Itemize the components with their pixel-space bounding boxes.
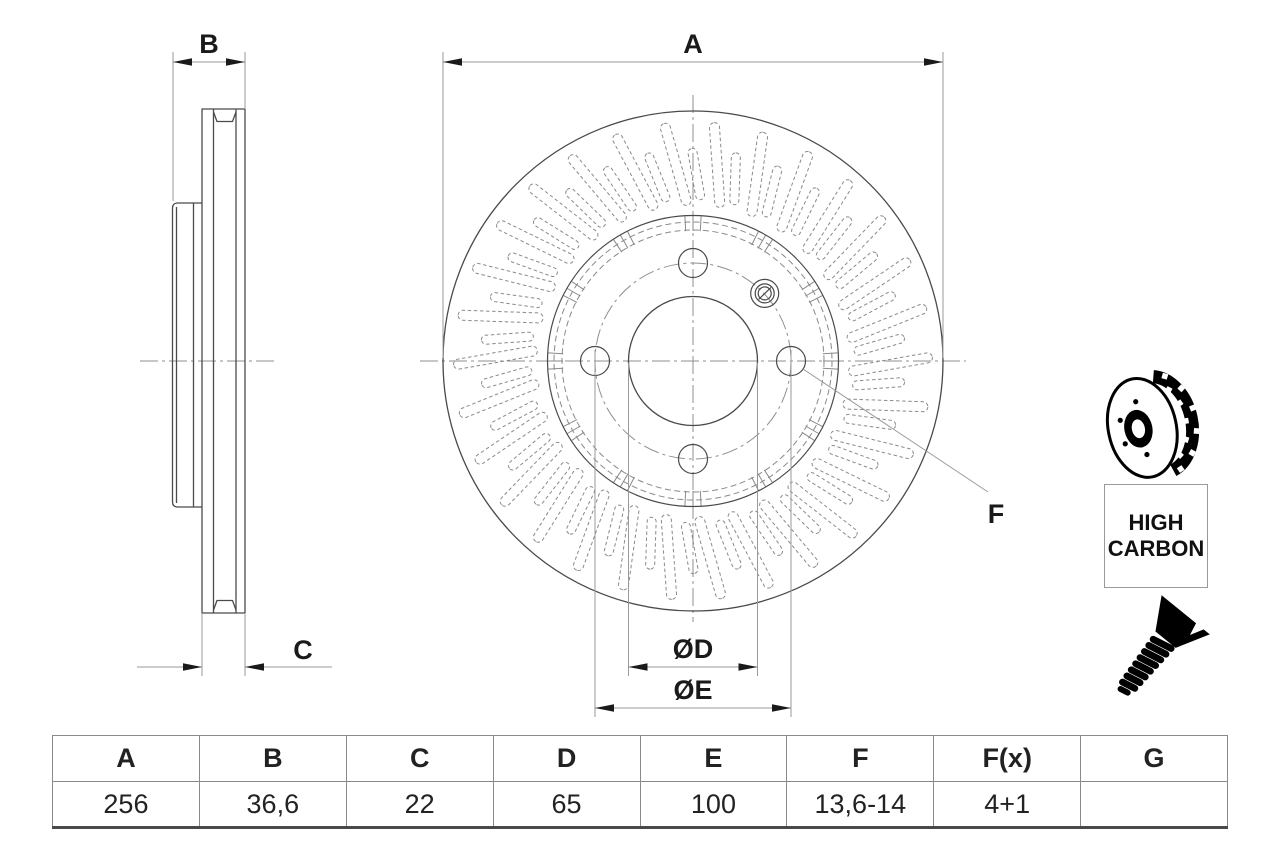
hub-hidden-circle bbox=[553, 221, 833, 501]
extension-lines bbox=[172, 52, 944, 717]
dim-label-d: ØD bbox=[673, 634, 714, 664]
value-c: 22 bbox=[345, 781, 494, 829]
dimensions: A B C ØD ØE F bbox=[137, 29, 1004, 717]
set-screw-hole bbox=[750, 278, 780, 308]
dim-label-f: F bbox=[988, 499, 1005, 529]
screw-slot-line bbox=[758, 287, 772, 300]
bolt-hole-top bbox=[677, 247, 709, 279]
center-lines bbox=[140, 95, 966, 622]
arrowheads bbox=[173, 58, 943, 712]
dim-label-b: B bbox=[199, 29, 219, 59]
col-header-d: D bbox=[492, 735, 641, 782]
vent-channel-cap-top bbox=[212, 111, 237, 123]
value-fx: 4+1 bbox=[933, 781, 1082, 829]
value-g bbox=[1080, 781, 1228, 829]
hub-rib-ticks bbox=[548, 216, 838, 506]
col-header-a: A bbox=[52, 735, 200, 782]
leader-line-f bbox=[802, 368, 989, 493]
value-a: 256 bbox=[52, 781, 200, 829]
spec-table-value-row: 256 36,6 22 65 100 13,6-14 4+1 bbox=[52, 781, 1228, 829]
dimension-lines bbox=[137, 61, 989, 709]
value-b: 36,6 bbox=[198, 781, 347, 829]
dim-label-a: A bbox=[683, 29, 703, 59]
value-e: 100 bbox=[639, 781, 788, 829]
side-view bbox=[171, 108, 246, 614]
dim-label-c: C bbox=[293, 635, 313, 665]
dim-label-e: ØE bbox=[673, 675, 712, 705]
col-header-e: E bbox=[639, 735, 788, 782]
spec-table: A B C D E F F(x) G 256 36,6 22 65 100 13… bbox=[52, 735, 1228, 829]
countersunk-screw-icon bbox=[1117, 595, 1210, 696]
high-carbon-badge: HIGH CARBON bbox=[1104, 484, 1208, 588]
hub-hidden-circle bbox=[561, 229, 825, 493]
col-header-c: C bbox=[345, 735, 494, 782]
outer-diameter-circle bbox=[442, 110, 944, 612]
bolt-hole-bottom bbox=[677, 443, 709, 475]
value-f: 13,6-14 bbox=[786, 781, 935, 829]
hub-edge-circle bbox=[546, 214, 840, 508]
value-d: 65 bbox=[492, 781, 641, 829]
badge-line-1: HIGH bbox=[1128, 510, 1184, 535]
col-header-g: G bbox=[1080, 735, 1228, 782]
hat-outline bbox=[171, 202, 202, 508]
center-bore-circle bbox=[627, 295, 759, 427]
brake-disc-icon bbox=[1105, 370, 1200, 479]
badge-line-2: CARBON bbox=[1107, 536, 1205, 561]
spec-table-header-row: A B C D E F F(x) G bbox=[52, 735, 1228, 782]
col-header-fx: F(x) bbox=[933, 735, 1082, 782]
col-header-b: B bbox=[198, 735, 347, 782]
col-header-f: F bbox=[786, 735, 935, 782]
screw-threads bbox=[1117, 635, 1175, 696]
vent-channel-cap-bottom bbox=[212, 599, 237, 611]
